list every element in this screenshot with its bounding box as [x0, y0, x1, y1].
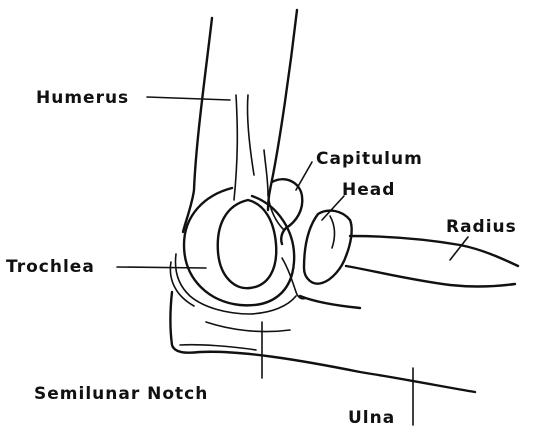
label-capitulum: Capitulum: [316, 149, 423, 169]
ulna-bone: [171, 258, 476, 392]
label-humerus: Humerus: [36, 88, 129, 108]
label-head: Head: [342, 180, 395, 200]
label-semilunar-notch: Semilunar Notch: [34, 384, 208, 404]
humerus-leader: [147, 97, 230, 100]
capitulum-leader: [296, 162, 312, 190]
label-trochlea: Trochlea: [6, 257, 95, 277]
head-leader: [322, 196, 344, 220]
humerus-bone: [183, 10, 297, 232]
trochlea-leader: [117, 267, 206, 268]
label-ulna: Ulna: [348, 408, 395, 428]
radius-leader: [450, 237, 468, 260]
label-radius: Radius: [446, 217, 517, 237]
